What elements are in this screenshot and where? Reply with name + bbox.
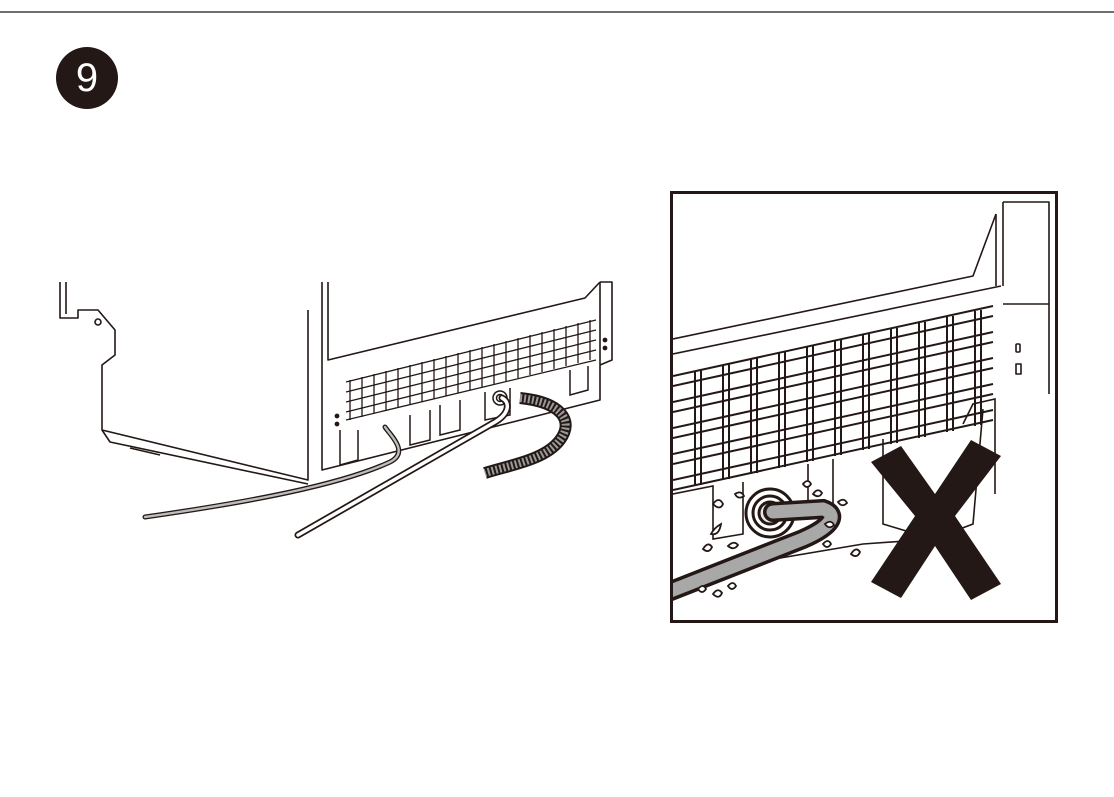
- step-number: 9: [75, 56, 99, 100]
- appliance-side-panel: [59, 282, 309, 481]
- drain-pipe: [294, 394, 511, 539]
- incorrect-connection-inset: [670, 191, 1058, 623]
- inset-illustration: [673, 201, 1050, 601]
- ventilation-grille: [345, 319, 597, 421]
- top-divider: [0, 11, 1114, 13]
- step-number-badge: 9: [56, 47, 118, 109]
- corrugated-drain-hose: [483, 392, 572, 479]
- appliance-rear-illustration: [59, 281, 613, 539]
- inset-ventilation-grille: [673, 305, 994, 491]
- cross-icon: [871, 440, 1001, 600]
- appliance-rear-frame: [321, 282, 601, 471]
- water-drop-icon: [696, 480, 862, 598]
